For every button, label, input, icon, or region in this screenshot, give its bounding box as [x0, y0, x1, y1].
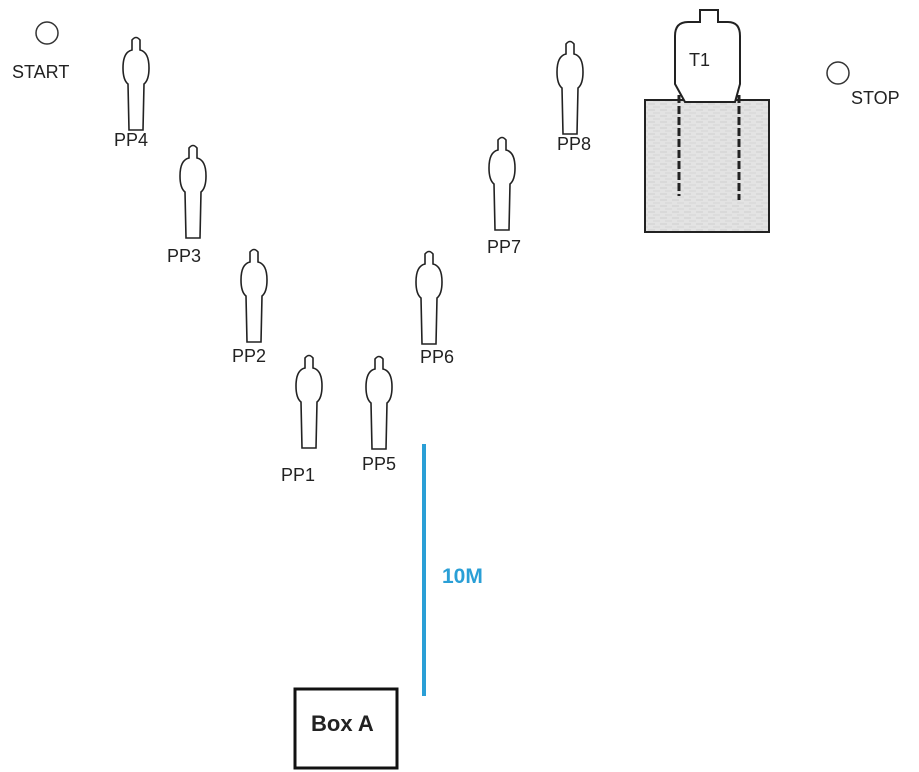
target-pp2: PP2 — [232, 248, 268, 366]
target-silhouette-icon — [122, 36, 150, 131]
barrier: T1 — [644, 9, 770, 233]
target-label: PP1 — [281, 465, 315, 485]
target-silhouette-icon — [179, 144, 207, 239]
start-marker-icon — [35, 21, 59, 45]
target-label: PP5 — [362, 454, 396, 474]
target-pp1: PP1 — [281, 354, 323, 485]
target-pp8: PP8 — [556, 40, 591, 154]
distance-label: 10M — [442, 565, 483, 588]
t1-label: T1 — [689, 50, 710, 70]
target-pp3: PP3 — [167, 144, 207, 266]
target-silhouette-icon — [365, 355, 393, 450]
target-label: PP2 — [232, 346, 266, 366]
stop-label: STOP — [851, 88, 900, 108]
target-silhouette-icon — [240, 248, 268, 343]
barrier-fill — [644, 99, 770, 233]
t1-target-icon — [674, 9, 741, 103]
target-silhouette-icon — [295, 354, 323, 449]
target-label: PP6 — [420, 347, 454, 367]
stop-marker-icon — [826, 61, 850, 85]
target-label: PP8 — [557, 134, 591, 154]
target-pp6: PP6 — [415, 250, 454, 367]
target-label: PP3 — [167, 246, 201, 266]
target-label: PP4 — [114, 130, 148, 150]
box-a-label: Box A — [311, 711, 374, 736]
target-label: PP7 — [487, 237, 521, 257]
target-silhouette-icon — [415, 250, 443, 345]
box-a — [293, 687, 399, 770]
target-silhouette-icon — [556, 40, 584, 135]
target-pp5: PP5 — [362, 355, 396, 474]
target-pp4: PP4 — [114, 36, 150, 150]
target-silhouette-icon — [488, 136, 516, 231]
start-label: START — [12, 62, 69, 82]
target-pp7: PP7 — [487, 136, 521, 257]
